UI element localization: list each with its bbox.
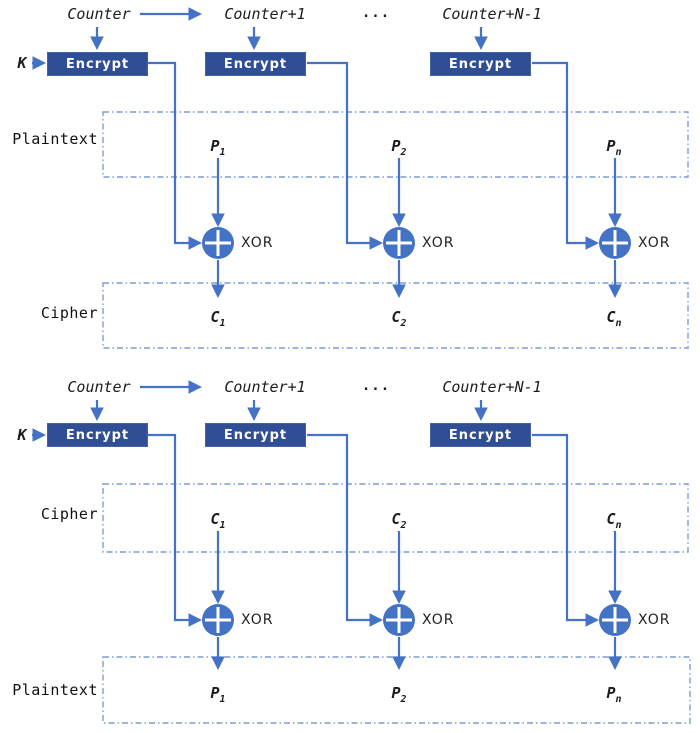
- top-plaintext-region-border: [102, 111, 689, 178]
- bottom-encrypt-box-2: Encrypt: [205, 423, 306, 447]
- top-xor-cross-2: [386, 230, 412, 256]
- c-base: C: [391, 308, 401, 326]
- top-xor-label-2: XOR: [422, 235, 455, 251]
- bottom-counter-plusN-label: Counter+N-1: [442, 378, 542, 396]
- p-base: P: [210, 137, 220, 155]
- bottom-xor-label-1: XOR: [241, 612, 274, 628]
- top-counter-label: Counter: [67, 5, 131, 23]
- bottom-xor-cross-1: [205, 607, 231, 633]
- c-sub: n: [615, 520, 622, 531]
- bottom-counter-label: Counter: [67, 378, 131, 396]
- top-ellipsis-label: ...: [361, 5, 391, 21]
- p-sub: 2: [400, 147, 407, 158]
- c-sub: 2: [400, 520, 407, 531]
- bottom-cipher-region-border: [102, 483, 689, 553]
- bottom-cn-label: Cn: [606, 509, 622, 531]
- top-p2-label: P2: [391, 136, 407, 158]
- top-xor-label-1: XOR: [241, 235, 274, 251]
- bottom-p1-label: P1: [210, 683, 226, 705]
- top-cn-label: Cn: [606, 307, 622, 329]
- p-base: P: [606, 684, 616, 702]
- top-plaintext-row-label: Plaintext: [12, 130, 98, 148]
- top-encrypt2-to-xor2-wire: [307, 61, 384, 250]
- bottom-encrypt1-to-xor1-wire: [148, 433, 203, 627]
- top-encrypt-box-3: Encrypt: [430, 52, 531, 76]
- c-base: C: [210, 510, 220, 528]
- bottom-counter-plus1-label: Counter+1: [224, 378, 306, 396]
- top-c1-label: C1: [210, 307, 226, 329]
- top-cipher-region-border: [102, 282, 689, 349]
- p-sub: 1: [219, 694, 226, 705]
- top-encrypt-box-1: Encrypt: [47, 52, 148, 76]
- top-c2-label: C2: [391, 307, 407, 329]
- c-sub: 2: [400, 318, 407, 329]
- p-sub: 2: [400, 694, 407, 705]
- top-key-label: K: [17, 54, 27, 72]
- p-base: P: [391, 137, 401, 155]
- bottom-encrypt-box-1: Encrypt: [47, 423, 148, 447]
- top-counter-plus1-label: Counter+1: [224, 5, 306, 23]
- bottom-pn-label: Pn: [606, 683, 622, 705]
- bottom-key-label: K: [17, 426, 27, 444]
- top-encrypt-box-2: Encrypt: [205, 52, 306, 76]
- bottom-c2-label: C2: [391, 509, 407, 531]
- bottom-encrypt2-to-xor2-wire: [307, 433, 384, 627]
- top-xor-label-3: XOR: [638, 235, 671, 251]
- top-encrypt3-to-xor3-wire: [532, 61, 600, 250]
- top-cipher-row-label: Cipher: [40, 304, 98, 322]
- c-base: C: [606, 308, 616, 326]
- c-sub: n: [615, 318, 622, 329]
- top-pn-label: Pn: [606, 136, 622, 158]
- top-counter-plusN-label: Counter+N-1: [442, 5, 542, 23]
- p-base: P: [606, 137, 616, 155]
- p-sub: n: [615, 147, 622, 158]
- top-xor-cross-3: [602, 230, 628, 256]
- bottom-cipher-row-label: Cipher: [40, 505, 98, 523]
- bottom-plaintext-row-label: Plaintext: [12, 681, 98, 699]
- p-base: P: [391, 684, 401, 702]
- p-sub: n: [615, 694, 622, 705]
- c-base: C: [606, 510, 616, 528]
- c-base: C: [391, 510, 401, 528]
- p-base: P: [210, 684, 220, 702]
- bottom-p2-label: P2: [391, 683, 407, 705]
- bottom-xor-cross-3: [602, 607, 628, 633]
- bottom-xor-label-3: XOR: [638, 612, 671, 628]
- p-sub: 1: [219, 147, 226, 158]
- bottom-c1-label: C1: [210, 509, 226, 531]
- c-base: C: [210, 308, 220, 326]
- bottom-encrypt-box-3: Encrypt: [430, 423, 531, 447]
- bottom-ellipsis-label: ...: [361, 378, 391, 394]
- c-sub: 1: [219, 520, 226, 531]
- c-sub: 1: [219, 318, 226, 329]
- bottom-xor-label-2: XOR: [422, 612, 455, 628]
- bottom-xor-cross-2: [386, 607, 412, 633]
- top-p1-label: P1: [210, 136, 226, 158]
- top-encrypt1-to-xor1-wire: [148, 61, 203, 250]
- top-xor-cross-1: [205, 230, 231, 256]
- bottom-encrypt3-to-xor3-wire: [532, 433, 600, 627]
